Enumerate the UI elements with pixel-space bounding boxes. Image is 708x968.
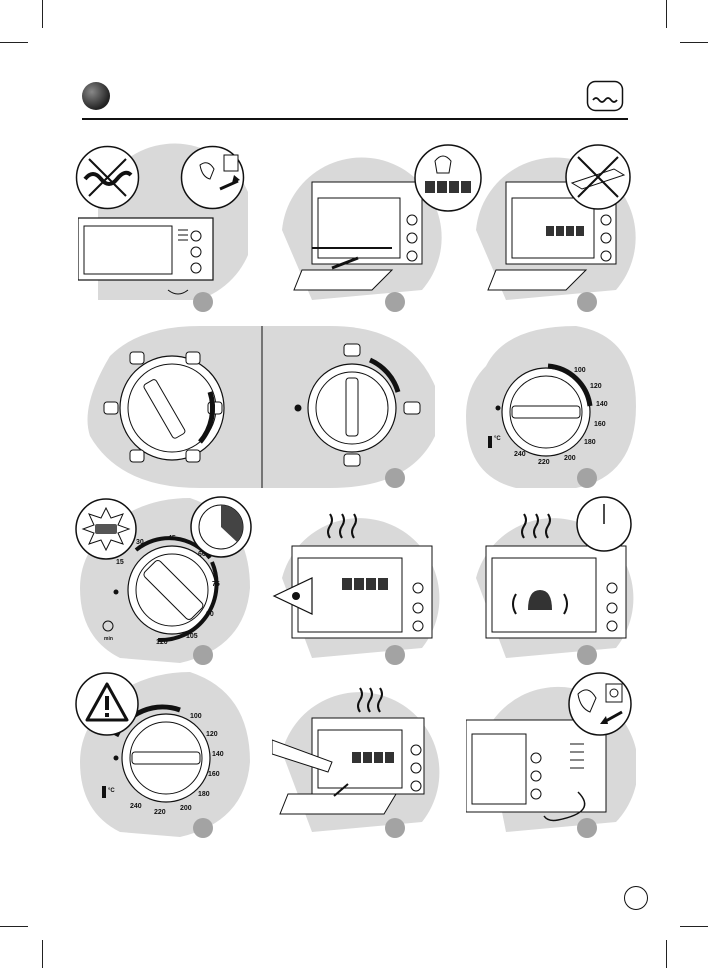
crop-mark — [42, 0, 43, 28]
crop-mark — [680, 926, 708, 927]
page-number-circle — [624, 886, 648, 910]
bell-icon — [528, 590, 552, 610]
temp-tick-label: 140 — [596, 401, 608, 408]
temp-tick-label: 140 — [212, 751, 224, 758]
step-badge — [385, 818, 405, 838]
timer-clock-icon — [190, 496, 252, 558]
temp-tick-label: 220 — [538, 459, 550, 466]
crop-mark — [0, 926, 28, 927]
crop-mark — [42, 940, 43, 968]
temp-tick-label: 240 — [514, 451, 526, 458]
panel-unplug-after — [466, 672, 636, 837]
timer-scale: 15 30 45 60 75 90 105 120 min — [104, 535, 220, 646]
temp-tick-label: 180 — [198, 791, 210, 798]
temp-unit: °C — [108, 788, 115, 794]
steam-icon — [327, 513, 357, 539]
temp-tick-label: 120 — [206, 731, 218, 738]
panel-insert-rack — [272, 140, 442, 305]
timer-tick-label: 105 — [186, 633, 198, 640]
panel-temperature-dial: 100 120 140 160 180 200 220 240 °C — [466, 326, 636, 488]
step-badge — [577, 645, 597, 665]
timer-tick-label: 30 — [136, 539, 144, 546]
timer-tick-label: 90 — [206, 611, 214, 618]
temperature-scale: 100 120 140 160 180 200 220 240 °C — [488, 367, 608, 466]
thermometer-icon — [102, 786, 106, 798]
light-burst-icon — [75, 498, 137, 560]
panel-timer-bell — [466, 498, 636, 663]
step-badge — [193, 818, 213, 838]
crop-mark — [666, 940, 667, 968]
temp-tick-label: 220 — [154, 809, 166, 816]
step-badge — [577, 818, 597, 838]
temp-tick-label: 160 — [208, 771, 220, 778]
temp-unit: °C — [494, 436, 501, 442]
step-badge — [193, 292, 213, 312]
section-marker-icon — [82, 82, 110, 110]
temp-tick-label: 120 — [590, 383, 602, 390]
tray-icon — [413, 143, 483, 213]
timer-tick-label: 120 — [156, 639, 168, 646]
crop-mark — [666, 0, 667, 28]
timer-unit: min — [104, 636, 113, 642]
step-badge — [577, 468, 597, 488]
rack-crossed-icon — [564, 143, 632, 211]
warning-icon — [75, 672, 139, 736]
temp-tick-label: 200 — [564, 455, 576, 462]
timer-clock-icon — [576, 496, 632, 552]
thermometer-icon — [488, 436, 492, 448]
header-rule — [82, 118, 628, 120]
step-badge — [385, 645, 405, 665]
temp-tick-label: 180 — [584, 439, 596, 446]
step-badge — [193, 645, 213, 665]
panel-cooking-view — [272, 498, 442, 663]
temp-tick-label: 100 — [574, 367, 586, 374]
plug-out-icon — [568, 672, 632, 736]
step-badge — [385, 292, 405, 312]
cord-crossed-icon — [75, 145, 140, 210]
timer-tick-label: 15 — [116, 559, 124, 566]
plug-in-icon — [180, 145, 245, 210]
timer-clock-icon — [102, 620, 114, 632]
step-badge — [577, 292, 597, 312]
crop-mark — [0, 42, 28, 43]
temperature-scale: 100 120 140 160 180 200 220 240 °C — [108, 713, 224, 816]
crop-mark — [680, 42, 708, 43]
tray-icon — [586, 80, 624, 112]
temp-tick-label: 160 — [594, 421, 606, 428]
timer-tick-label: 60 — [198, 551, 206, 558]
timer-tick-label: 45 — [168, 535, 176, 542]
temp-tick-label: 200 — [180, 805, 192, 812]
panel-remove-tray — [272, 672, 442, 837]
temp-tick-label: 240 — [130, 803, 142, 810]
temp-tick-label: 100 — [190, 713, 202, 720]
panel-function-selector — [80, 326, 435, 488]
step-badge — [385, 468, 405, 488]
timer-tick-label: 75 — [212, 581, 220, 588]
